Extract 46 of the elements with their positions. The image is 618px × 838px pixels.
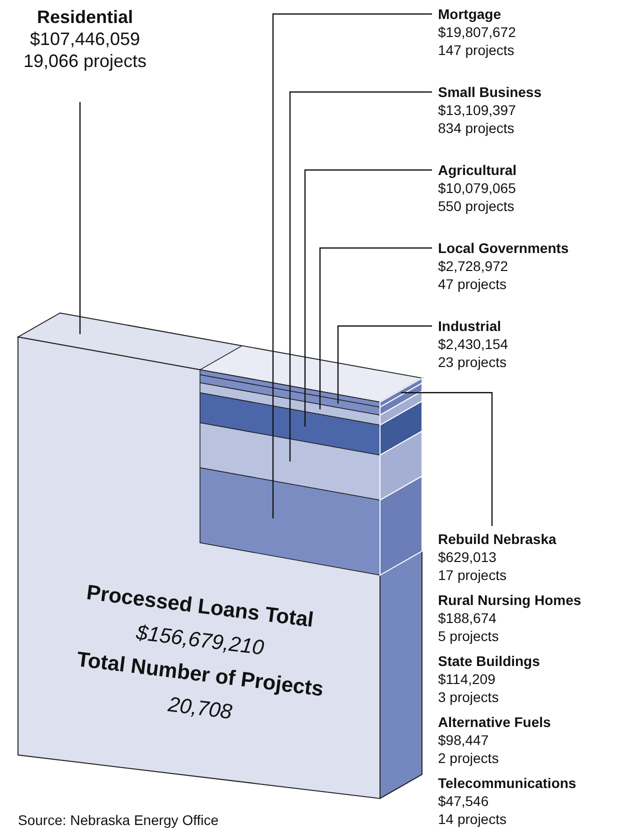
category-name: Small Business bbox=[438, 83, 542, 101]
loan-amount: $107,446,059 bbox=[28, 28, 142, 50]
total-projects: 20,708 bbox=[166, 692, 234, 726]
project-count: 23 projects bbox=[438, 353, 508, 371]
project-count: 19,066 projects bbox=[22, 50, 148, 72]
loan-amount: $13,109,397 bbox=[438, 101, 517, 119]
loan-layer bbox=[200, 382, 422, 426]
project-count: 550 projects bbox=[438, 197, 516, 215]
category-name: Residential bbox=[36, 6, 134, 28]
category-name: Agricultural bbox=[438, 161, 517, 179]
leader-line bbox=[289, 91, 432, 462]
category-name: Rural Nursing Homes bbox=[438, 591, 582, 609]
project-count: 47 projects bbox=[438, 275, 508, 293]
loan-amount: $10,079,065 bbox=[438, 179, 517, 197]
loan-amount: $2,728,972 bbox=[438, 257, 510, 275]
loan-amount: $188,674 bbox=[438, 609, 498, 627]
category-name: Industrial bbox=[438, 317, 502, 335]
leader-line bbox=[319, 247, 432, 410]
leader-line bbox=[337, 325, 432, 404]
leader-line bbox=[272, 13, 432, 518]
loan-layer bbox=[200, 392, 422, 456]
loan-amount: $629,013 bbox=[438, 548, 498, 566]
loan-amount: $114,209 bbox=[438, 670, 496, 688]
project-count: 147 projects bbox=[438, 41, 516, 59]
leader-line bbox=[304, 169, 432, 427]
category-name: Local Governments bbox=[438, 239, 569, 257]
category-name: Alternative Fuels bbox=[438, 713, 551, 731]
project-count: 834 projects bbox=[438, 119, 516, 137]
project-count: 5 projects bbox=[438, 627, 500, 645]
leader-line bbox=[79, 102, 81, 334]
loan-layer bbox=[200, 467, 422, 576]
total-amount: $156,679,210 bbox=[134, 620, 266, 660]
project-count: 3 projects bbox=[438, 688, 500, 706]
loan-amount: $47,546 bbox=[438, 792, 490, 810]
source-note: Source: Nebraska Energy Office bbox=[18, 812, 219, 828]
loan-amount: $19,807,672 bbox=[438, 23, 516, 41]
loan-amount: $98,447 bbox=[438, 731, 490, 749]
project-count: 17 projects bbox=[438, 566, 508, 584]
category-name: Rebuild Nebraska bbox=[438, 530, 556, 548]
category-name: State Buildings bbox=[438, 652, 540, 670]
project-count: 2 projects bbox=[438, 749, 500, 767]
category-name: Telecommunications bbox=[438, 774, 576, 792]
loan-layer bbox=[200, 422, 422, 502]
category-name: Mortgage bbox=[438, 5, 502, 23]
project-count: 14 projects bbox=[438, 810, 508, 828]
loan-amount: $2,430,154 bbox=[438, 335, 508, 353]
